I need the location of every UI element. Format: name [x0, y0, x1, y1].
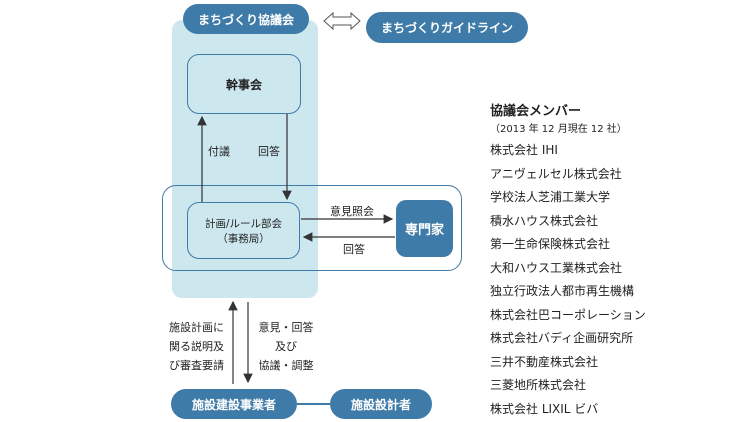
list-item: 第一生命保険株式会社	[490, 237, 611, 251]
list-item: 学校法人芝浦工業大学	[490, 190, 611, 204]
bidirectional-arrow-icon	[323, 11, 361, 31]
list-item: 株式会社巴コーポレーション	[490, 307, 646, 322]
designer-label: 施設設計者	[330, 389, 432, 419]
list-item: 株式会社バディ企画研究所	[490, 331, 634, 345]
planning-sublabel: （事務局）	[217, 232, 270, 245]
list-item: 株式会社 LIXIL ビバ	[490, 401, 599, 416]
list-item: アニヴェルセル株式会社	[490, 166, 622, 181]
list-item: 三菱地所株式会社	[490, 378, 587, 392]
expert-box: 専門家	[396, 200, 453, 257]
planning-box: 計画/ルール部会 （事務局）	[187, 202, 300, 259]
list-item: 株式会社 IHI	[490, 143, 558, 157]
council-label: まちづくり協議会	[183, 4, 309, 34]
reply-label: 回答	[343, 243, 365, 256]
guideline-label: まちづくりガイドライン	[366, 12, 528, 43]
inquiry-label: 意見照会	[330, 205, 374, 218]
planning-label: 計画/ルール部会	[204, 217, 283, 230]
answer-label: 回答	[258, 145, 280, 158]
refer-label: 付議	[208, 145, 230, 158]
list-item: 大和ハウス工業株式会社	[490, 260, 623, 275]
builder-label: 施設建設事業者	[171, 389, 297, 419]
members-panel: 協議会メンバー （2013 年 12 月現在 12 社） 株式会社 IHI アニ…	[490, 100, 745, 421]
secretariat-label: 幹事会	[225, 77, 262, 92]
secretariat-box: 幹事会	[187, 54, 301, 114]
expert-label: 専門家	[404, 223, 444, 238]
members-list: 株式会社 IHI アニヴェルセル株式会社 学校法人芝浦工業大学 積水ハウス株式会…	[490, 139, 745, 421]
members-title: 協議会メンバー	[490, 104, 582, 119]
list-item: 独立行政法人都市再生機構	[490, 284, 635, 298]
request-text: 施設計画に 関る説明及 び審査要請	[169, 321, 224, 372]
members-subtitle: （2013 年 12 月現在 12 社）	[490, 124, 627, 135]
planning-group-frame	[162, 185, 462, 271]
list-item: 三井不動産株式会社	[490, 354, 599, 369]
feedback-text: 意見・回答 及び 協議・調整	[258, 321, 314, 372]
list-item: 積水ハウス株式会社	[490, 213, 599, 228]
